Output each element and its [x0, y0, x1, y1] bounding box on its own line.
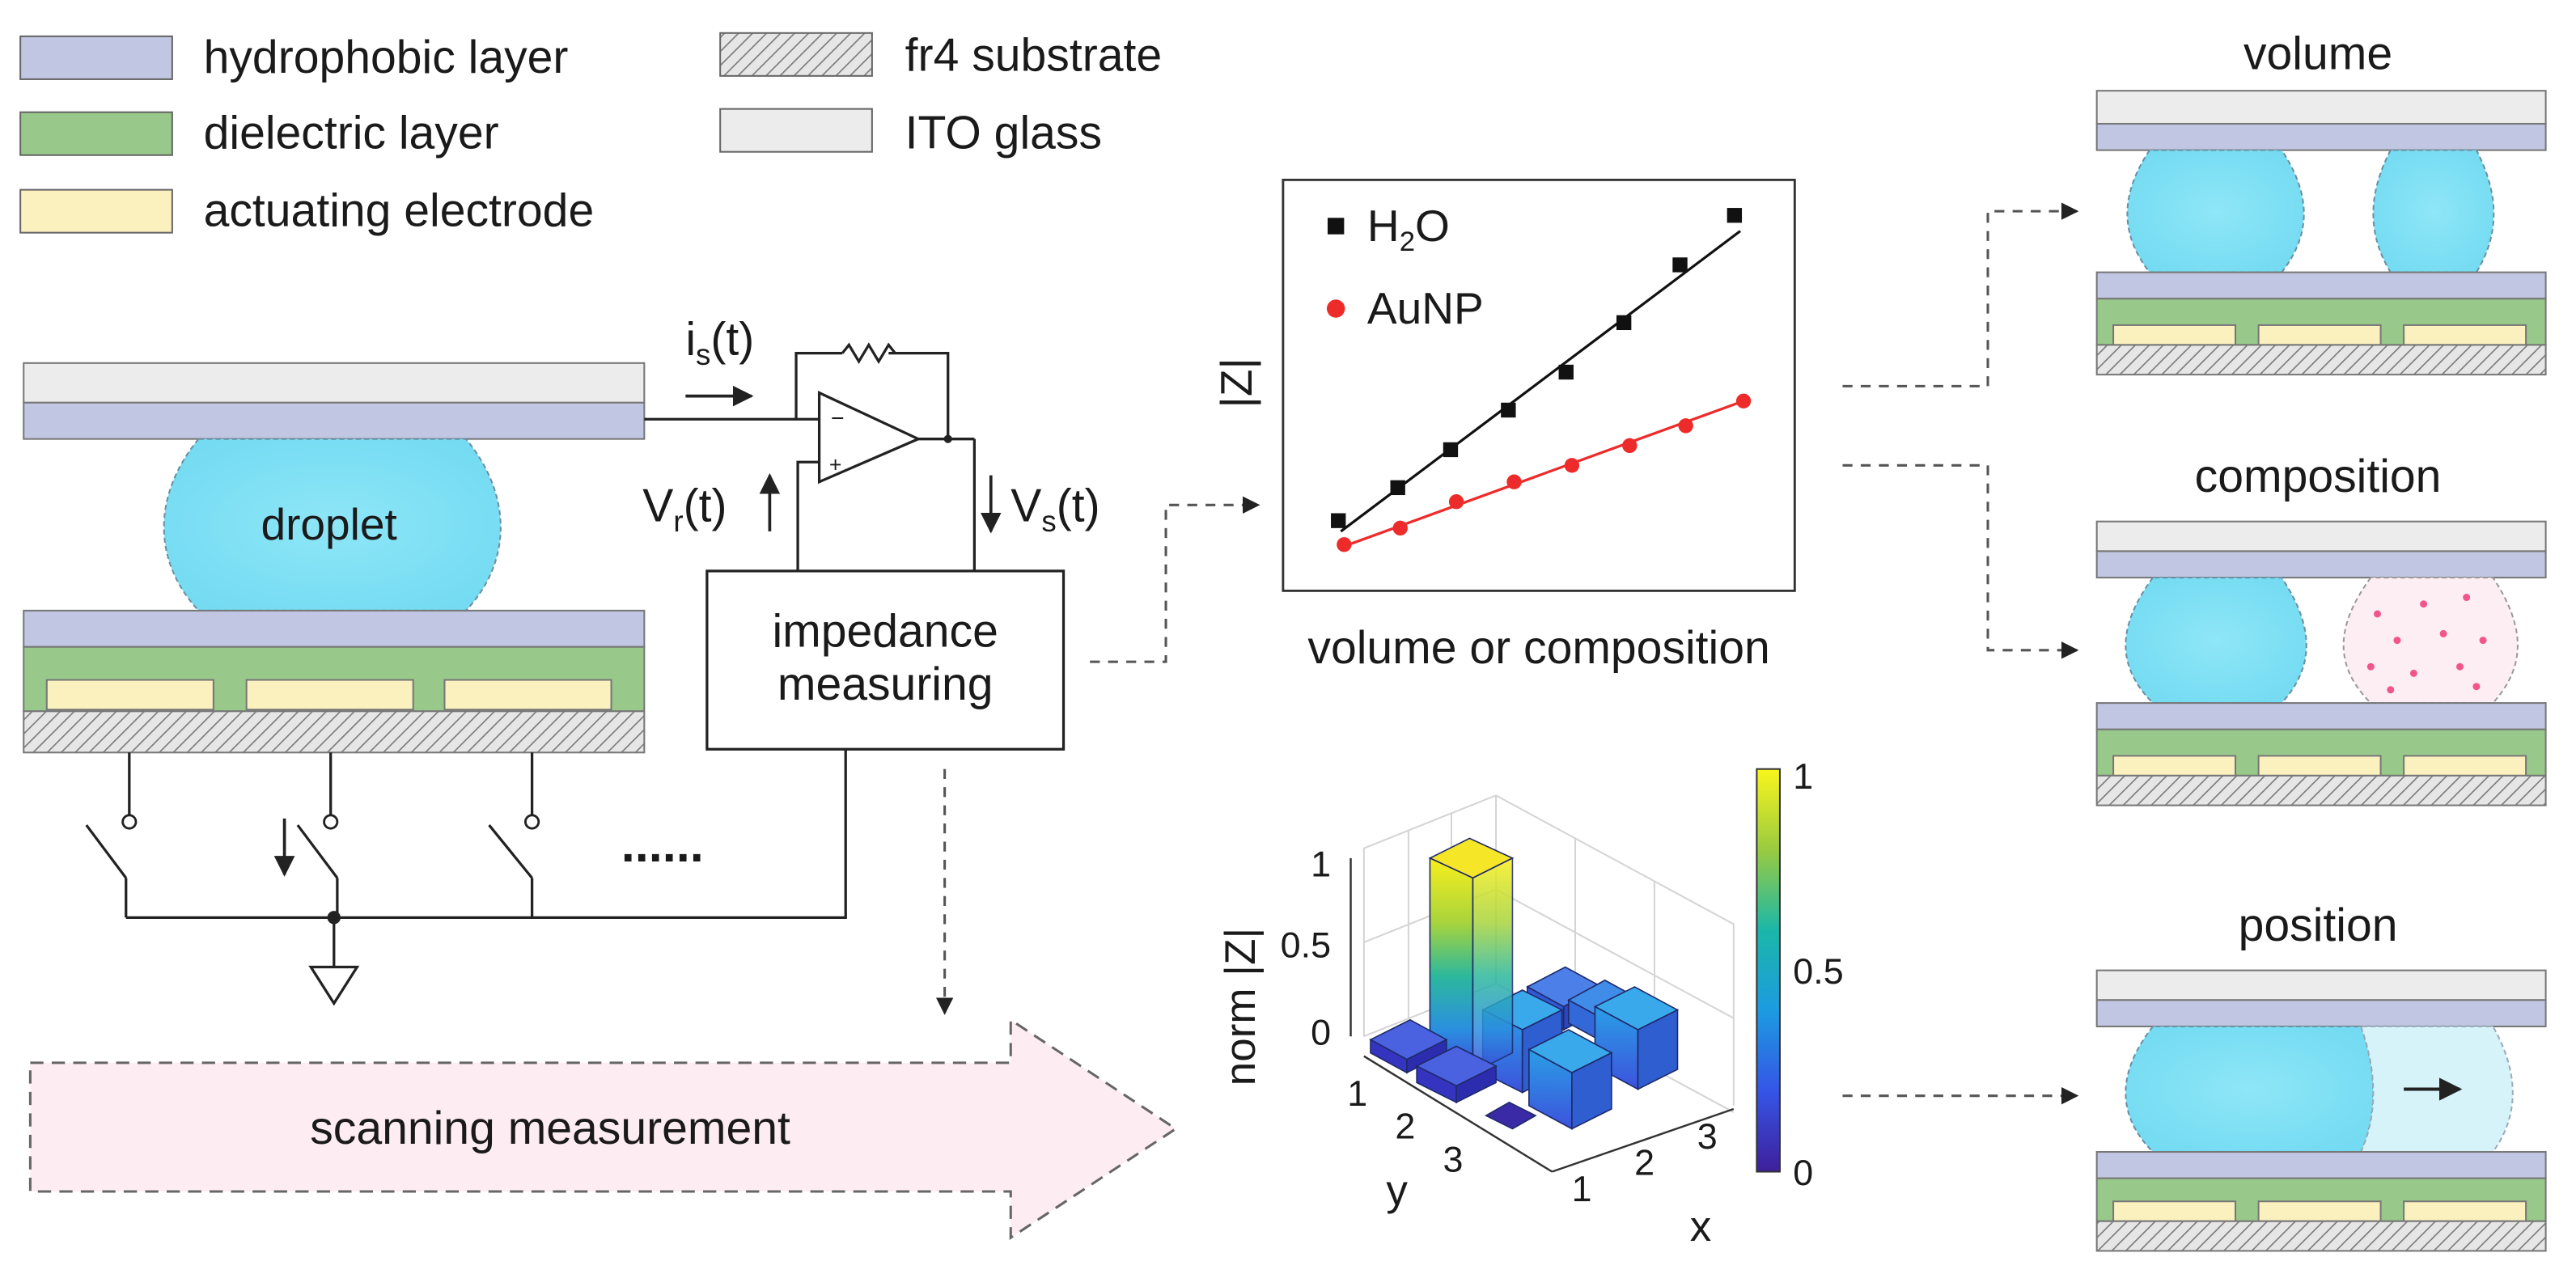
panel-volume-title: volume: [2243, 28, 2392, 80]
arrow-to-plot: [1090, 496, 1260, 663]
svg-text:−: −: [831, 405, 845, 431]
panel-composition-title: composition: [2195, 451, 2442, 502]
h2o-point: [1331, 513, 1346, 528]
aunp-fit-line: [1343, 400, 1744, 548]
plot-xlabel: volume or composition: [1307, 622, 1769, 674]
more-switches-dots: ......: [621, 817, 704, 872]
dielectric-label: dielectric layer: [204, 108, 499, 159]
h2o-point: [1616, 315, 1632, 331]
vs-label: Vs(t): [1010, 480, 1099, 538]
h2o-point: [1558, 364, 1574, 380]
x-tick: 1: [1572, 1168, 1592, 1209]
ito-glass-layer: [23, 362, 646, 404]
bar: [1369, 1018, 1448, 1074]
fr4-substrate: [23, 710, 646, 754]
ito-label: ITO glass: [905, 108, 1102, 159]
colorbar-tick: 0: [1793, 1152, 1813, 1193]
aunp-point: [1448, 494, 1464, 510]
circuit-details: − + is(t) Vr(t) Vs(t) impedance measurin…: [121, 314, 1100, 925]
bottom-hydrophobic-layer: [23, 609, 646, 648]
colorbar-tick: 1: [1793, 756, 1813, 797]
y-tick: 1: [1347, 1073, 1367, 1114]
bar3d-bars: [1369, 837, 1680, 1130]
legend-aunp-marker: [1326, 299, 1345, 318]
legend: hydrophobic layer dielectric layer actua…: [19, 30, 1162, 237]
fr4-swatch: [719, 32, 873, 77]
y-axis-label: y: [1386, 1166, 1408, 1214]
x-tick: 2: [1634, 1142, 1654, 1183]
electrode-1: [45, 679, 214, 711]
vr-label: Vr(t): [642, 480, 727, 538]
panel-position-title: position: [2239, 899, 2398, 951]
aunp-point: [1678, 418, 1693, 434]
h2o-point: [1390, 480, 1405, 496]
top-hydrophobic-layer: [23, 401, 646, 440]
colorbar: [1756, 768, 1781, 1173]
x-tick: 3: [1697, 1115, 1718, 1157]
scanning-arrow: scanning measurement: [28, 1017, 1179, 1240]
z-tick: 1: [1311, 843, 1331, 884]
impedance-line2: measuring: [777, 658, 994, 710]
h2o-point: [1501, 402, 1516, 418]
legend-aunp: AuNP: [1367, 283, 1484, 333]
is-label: is(t): [685, 314, 754, 371]
aunp-point: [1506, 474, 1522, 489]
impedance-plot: |Z| volume or composition H2O AuNP: [1211, 178, 1796, 674]
svg-text:+: +: [829, 452, 842, 476]
hydrophobic-swatch: [19, 35, 173, 80]
aunp-point: [1564, 458, 1580, 473]
x-axis-label: x: [1690, 1203, 1712, 1251]
hydrophobic-label: hydrophobic layer: [204, 32, 569, 83]
ito-swatch: [719, 108, 873, 153]
panel-composition: composition: [2095, 451, 2547, 806]
y-tick: 3: [1443, 1139, 1464, 1180]
circuit: [85, 342, 1066, 1006]
electrode-swatch: [19, 188, 173, 234]
scanning-label: scanning measurement: [310, 1103, 790, 1154]
aunp-point: [1622, 438, 1638, 454]
h2o-point: [1727, 208, 1743, 223]
fr4-label: fr4 substrate: [905, 30, 1162, 82]
bar: [1527, 1029, 1613, 1130]
main-device: droplet: [23, 362, 646, 754]
plot-frame: [1282, 178, 1796, 592]
z-axis-label: norm |Z|: [1217, 928, 1265, 1086]
h2o-fit-line: [1340, 230, 1741, 533]
aunp-point: [1392, 520, 1408, 536]
panel-volume: volume: [2095, 28, 2547, 376]
h2o-point: [1443, 442, 1459, 458]
bar: [1415, 1045, 1498, 1104]
droplet-label: droplet: [261, 499, 396, 549]
impedance-line1: impedance: [773, 606, 998, 658]
legend-h2o-marker: [1327, 218, 1345, 235]
arrows-to-panels: [1842, 202, 2079, 1105]
bar: [1485, 1101, 1537, 1130]
y-tick: 2: [1395, 1106, 1415, 1147]
electrode-3: [443, 679, 612, 711]
dielectric-swatch: [19, 111, 173, 156]
legend-h2o: H2O: [1367, 201, 1450, 257]
electrode-label: actuating electrode: [204, 185, 595, 237]
panel-position: position: [2095, 899, 2547, 1252]
aunp-point: [1337, 537, 1352, 552]
z-tick: 0.5: [1281, 924, 1331, 965]
colorbar-tick: 0.5: [1793, 950, 1843, 992]
h2o-point: [1672, 257, 1688, 273]
bar3d-chart: 1 0.5 0 norm |Z| 1 2 3 y 1 2 3 x: [1217, 756, 1843, 1251]
electrode-2: [245, 679, 414, 711]
aunp-point: [1735, 393, 1752, 408]
z-tick: 0: [1311, 1011, 1331, 1052]
plot-ylabel: |Z|: [1211, 358, 1261, 408]
